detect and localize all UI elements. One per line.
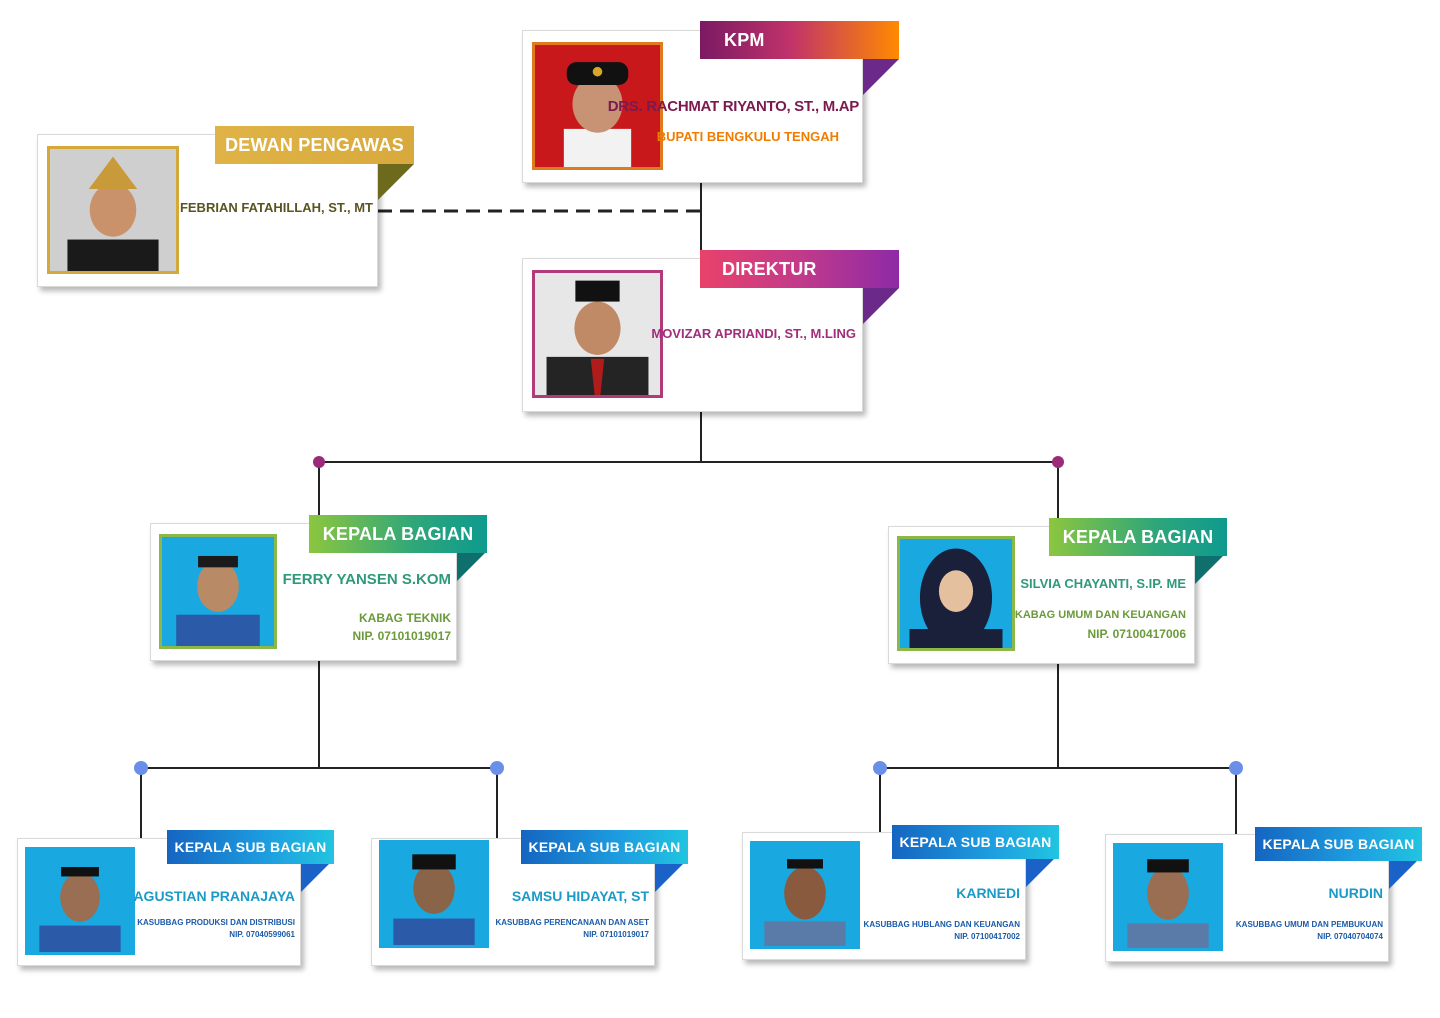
kabag-photo: [897, 536, 1015, 651]
connector-dot: [1052, 456, 1064, 468]
direktur-banner: DIREKTUR: [700, 250, 899, 288]
kasubbag-name: SAMSU HIDAYAT, ST: [512, 888, 649, 904]
dewan-photo: [47, 146, 179, 274]
kabag-banner: KEPALA BAGIAN: [1049, 518, 1227, 556]
kasubbag-banner: KEPALA SUB BAGIAN: [167, 830, 334, 864]
kpm-banner: KPM: [700, 21, 899, 59]
connector-dot: [134, 761, 148, 775]
direktur-photo: [532, 270, 663, 398]
kasubbag-photo: [379, 840, 489, 948]
kasubbag-position: KASUBBAG HUBLANG DAN KEUANGAN: [864, 920, 1020, 929]
kasubbag-name: NURDIN: [1329, 885, 1383, 901]
dewan-banner: DEWAN PENGAWAS: [215, 126, 414, 164]
kasubbag-position: KASUBBAG UMUM DAN PEMBUKUAN: [1236, 920, 1383, 929]
kabag-position: KABAG TEKNIK: [359, 611, 451, 625]
kabag-name: FERRY YANSEN S.KOM: [283, 571, 451, 588]
direktur-name: MOVIZAR APRIANDI, ST., M.LING: [651, 326, 856, 341]
kpm-name: DRS. RACHMAT RIYANTO, ST., M.AP: [608, 98, 859, 115]
dewan-banner-fold: [378, 164, 414, 200]
kasubbag-banner: KEPALA SUB BAGIAN: [892, 825, 1059, 859]
kpm-banner-fold: [863, 59, 899, 95]
kabag-banner: KEPALA BAGIAN: [309, 515, 487, 553]
kasubbag-banner-fold: [655, 864, 683, 892]
dewan-name: FEBRIAN FATAHILLAH, ST., MT: [180, 200, 373, 215]
kasubbag-nip: NIP. 07101019017: [583, 930, 649, 939]
kasubbag-photo: [1113, 843, 1223, 951]
kabag-position: KABAG UMUM DAN KEUANGAN: [1015, 609, 1186, 621]
kasubbag-nip: NIP. 07040704074: [1317, 932, 1383, 941]
kasubbag-banner: KEPALA SUB BAGIAN: [521, 830, 688, 864]
kasubbag-banner-fold: [1389, 861, 1417, 889]
kasubbag-photo: [750, 841, 860, 949]
kasubbag-position: KASUBBAG PERENCANAAN DAN ASET: [496, 918, 650, 927]
kabag-name: SILVIA CHAYANTI, S.IP. ME: [1020, 576, 1186, 591]
kabag-photo: [159, 534, 277, 649]
connector-dot: [490, 761, 504, 775]
kabag-nip: NIP. 07101019017: [352, 629, 451, 643]
kabag-nip: NIP. 07100417006: [1087, 627, 1186, 641]
kasubbag-banner-fold: [301, 864, 329, 892]
kpm-title: BUPATI BENGKULU TENGAH: [657, 129, 839, 144]
kasubbag-position: KASUBBAG PRODUKSI DAN DISTRIBUSI: [137, 918, 295, 927]
kasubbag-banner: KEPALA SUB BAGIAN: [1255, 827, 1422, 861]
kasubbag-name: KARNEDI: [956, 885, 1020, 901]
connector-dot: [873, 761, 887, 775]
kasubbag-banner-fold: [1026, 859, 1054, 887]
connector-dot: [313, 456, 325, 468]
kasubbag-nip: NIP. 07100417002: [954, 932, 1020, 941]
kasubbag-name: AGUSTIAN PRANAJAYA: [133, 888, 295, 904]
kasubbag-photo: [25, 847, 135, 955]
connector-dot: [1229, 761, 1243, 775]
kasubbag-nip: NIP. 07040599061: [229, 930, 295, 939]
kabag-banner-fold: [1195, 556, 1223, 584]
direktur-banner-fold: [863, 288, 899, 324]
kabag-banner-fold: [457, 553, 485, 581]
